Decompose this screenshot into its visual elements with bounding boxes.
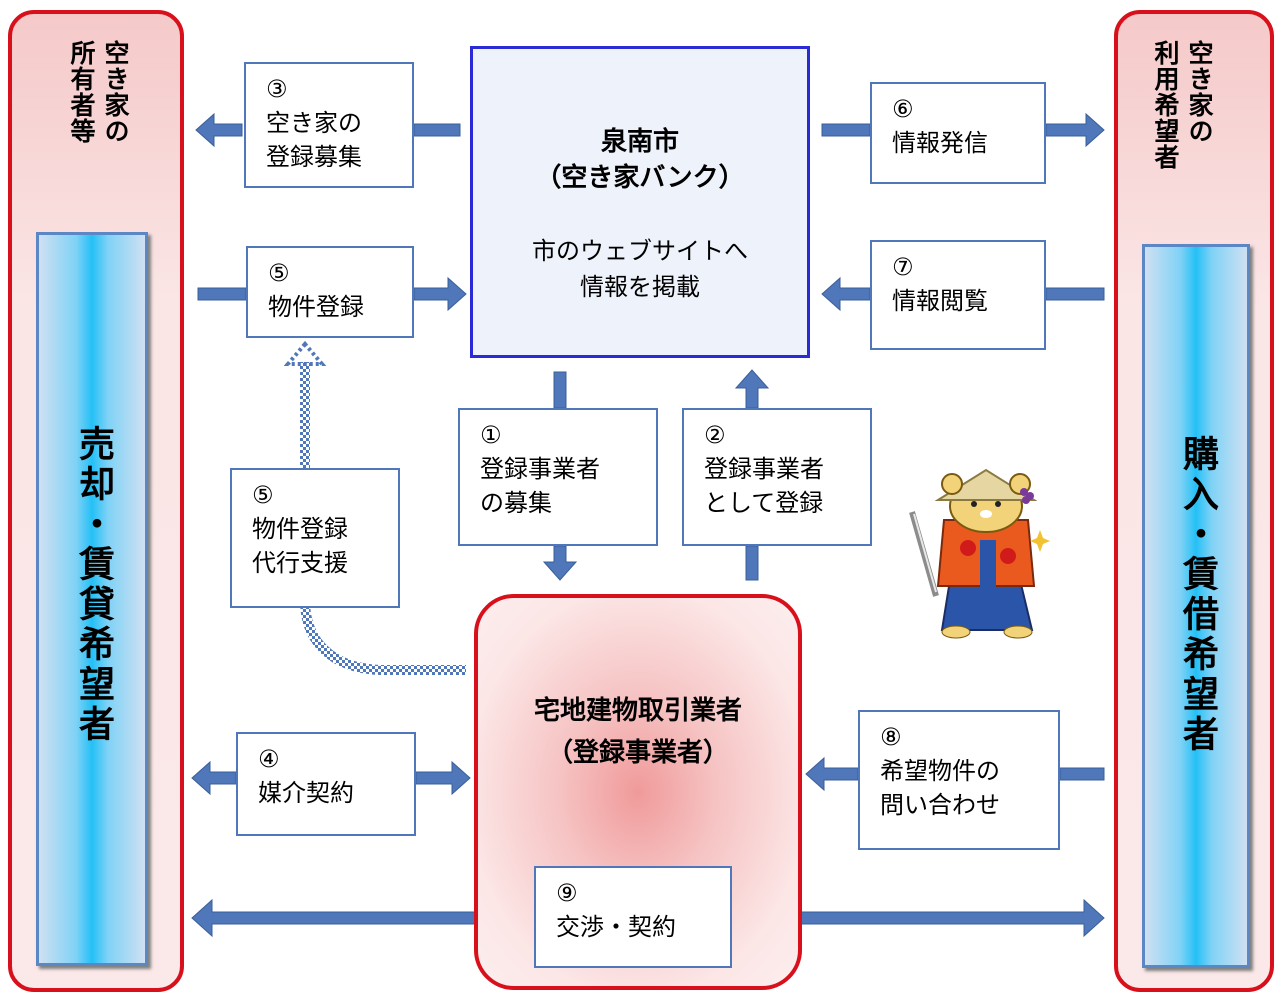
step-6-line1: 情報発信 [892,129,988,157]
step-8-num: ⑧ [880,723,902,751]
arrow-2-up [734,369,770,409]
step-5a-num: ⑤ [268,259,290,287]
arrow-3-left [195,112,243,148]
step-4-line1: 媒介契約 [258,779,354,807]
step-4-num: ④ [258,745,280,773]
user-label: 購入・賃借希望者 [1177,435,1218,755]
step-8-line1: 希望物件の [880,757,1000,785]
step-9-num: ⑨ [556,879,578,907]
arrow-7-left [821,276,871,312]
step-2-line2: として登録 [704,489,824,517]
step-6-box: ⑥ 情報発信 [870,82,1046,184]
step-5b-line1: 物件登録 [252,515,348,543]
arrow-1-tail [553,371,567,409]
step-3-num: ③ [266,75,288,103]
step-3-box: ③ 空き家の 登録募集 [244,62,414,188]
step-9-line1: 交渉・契約 [556,913,676,941]
owner-title-line1: 空き家の [101,40,130,144]
arrow-6-right [1045,112,1105,148]
user-title-line1: 空き家の [1185,40,1214,144]
owner-label: 売却・賃貸希望者 [73,425,114,745]
step-1-line1: 登録事業者 [480,455,600,483]
step-6-num: ⑥ [892,95,914,123]
arrow-5-tail [197,287,247,301]
agent-name: 宅地建物取引業者 [533,696,742,726]
step-3-line1: 空き家の [266,109,362,137]
step-9-box: ⑨ 交渉・契約 [534,866,732,968]
step-7-box: ⑦ 情報閲覧 [870,240,1046,350]
step-1-box: ① 登録事業者 の募集 [458,408,658,546]
arrow-3-tail [413,123,461,137]
arrow-4-left [191,760,237,796]
arrow-2-tail [745,545,759,581]
arrow-1-down [542,545,578,581]
arrow-6-tail [821,123,871,137]
city-name: 泉南市 [600,127,679,157]
step-2-num: ② [704,421,726,449]
arrow-5-right [413,276,467,312]
arrow-7-tail [1045,287,1105,301]
step-8-box: ⑧ 希望物件の 問い合わせ [858,710,1060,850]
agent-subtitle: （登録事業者） [546,738,729,768]
step-8-line2: 問い合わせ [880,791,1000,819]
support-dotted-stem [300,362,310,468]
step-7-line1: 情報閲覧 [892,287,988,315]
step-2-line1: 登録事業者 [704,455,824,483]
step-5a-box: ⑤ 物件登録 [246,246,414,338]
support-dotted-arrowhead [283,340,327,366]
step-5b-num: ⑤ [252,481,274,509]
user-title-line2: 利用希望者 [1151,40,1180,170]
step-5b-box: ⑤ 物件登録 代行支援 [230,468,400,608]
arrow-4-right [415,760,471,796]
step-5a-line1: 物件登録 [268,293,364,321]
step-1-line2: の募集 [480,489,552,517]
arrow-8-left [805,756,859,792]
arrow-8-tail [1059,767,1105,781]
step-5b-line2: 代行支援 [252,549,348,577]
owner-label-box: 売却・賃貸希望者 [36,232,148,966]
step-2-box: ② 登録事業者 として登録 [682,408,872,546]
step-3-line2: 登録募集 [266,143,362,171]
user-panel-title: 空き家の利用希望者 [1148,40,1216,210]
owner-panel-title: 空き家の所有者等 [64,40,132,180]
step-7-num: ⑦ [892,253,914,281]
city-desc-line2: 情報を掲載 [580,273,700,301]
step-1-num: ① [480,421,502,449]
city-bank-box: 泉南市 （空き家バンク） 市のウェブサイトへ 情報を掲載 [470,46,810,358]
user-label-box: 購入・賃借希望者 [1142,244,1250,968]
city-desc-line1: 市のウェブサイトへ [532,237,748,265]
city-subtitle: （空き家バンク） [535,163,745,193]
step-4-box: ④ 媒介契約 [236,732,416,836]
owner-title-line2: 所有者等 [67,40,96,144]
